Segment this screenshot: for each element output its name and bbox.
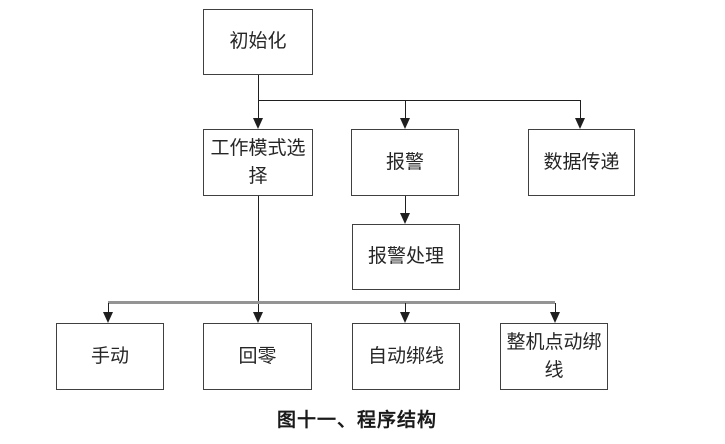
node-auto-wire-binding: 自动绑线 [352, 323, 460, 390]
node-machine-jog-binding-label: 整机点动绑线 [506, 331, 602, 381]
edge-alarm-to-handling-line [405, 196, 406, 213]
node-data-transfer: 数据传递 [528, 129, 635, 196]
node-return-to-zero: 回零 [203, 323, 312, 390]
node-work-mode-selection: 工作模式选择 [203, 129, 313, 196]
node-alarm-handling-label: 报警处理 [367, 246, 444, 267]
figure-caption: 图十一、程序结构 [276, 410, 437, 431]
node-data-transfer-label: 数据传递 [543, 151, 620, 173]
edge-to-auto-wire-binding-line [405, 303, 406, 312]
node-machine-jog-binding: 整机点动绑线 [500, 323, 608, 390]
edge-work-mode-to-return-to-zero-line [258, 196, 259, 312]
node-alarm-handling: 报警处理 [352, 224, 460, 290]
edge-to-alarm-line [405, 100, 406, 118]
edge-to-return-to-zero-arrowhead-icon [253, 312, 263, 323]
edge-to-work-mode-line [258, 100, 259, 118]
node-alarm-label: 报警 [385, 151, 424, 173]
edge-to-manual-arrowhead-icon [103, 312, 113, 323]
edge-to-data-transfer-line [580, 100, 581, 118]
node-manual-label: 手动 [90, 345, 129, 367]
edge-to-data-transfer-arrowhead-icon [575, 118, 585, 129]
node-alarm: 报警 [351, 129, 459, 196]
edge-to-work-mode-arrowhead-icon [253, 118, 263, 129]
edge-to-machine-jog-binding-arrowhead-icon [550, 312, 560, 323]
edge-to-machine-jog-binding-line [555, 303, 556, 312]
node-auto-wire-binding-label: 自动绑线 [367, 345, 444, 367]
edge-top-branch-line [258, 100, 581, 101]
node-return-to-zero-label: 回零 [238, 345, 277, 367]
node-initialization-label: 初始化 [229, 31, 287, 52]
edge-alarm-to-handling-arrowhead-icon [400, 213, 410, 224]
node-initialization: 初始化 [203, 9, 313, 75]
edge-to-auto-wire-binding-arrowhead-icon [400, 312, 410, 323]
node-work-mode-selection-label: 工作模式选择 [210, 137, 306, 187]
edge-to-alarm-arrowhead-icon [400, 118, 410, 129]
node-manual: 手动 [56, 323, 164, 390]
edge-bottom-branch-line [108, 301, 555, 304]
edge-init-stem-line [258, 75, 259, 101]
edge-to-manual-line [108, 303, 109, 312]
